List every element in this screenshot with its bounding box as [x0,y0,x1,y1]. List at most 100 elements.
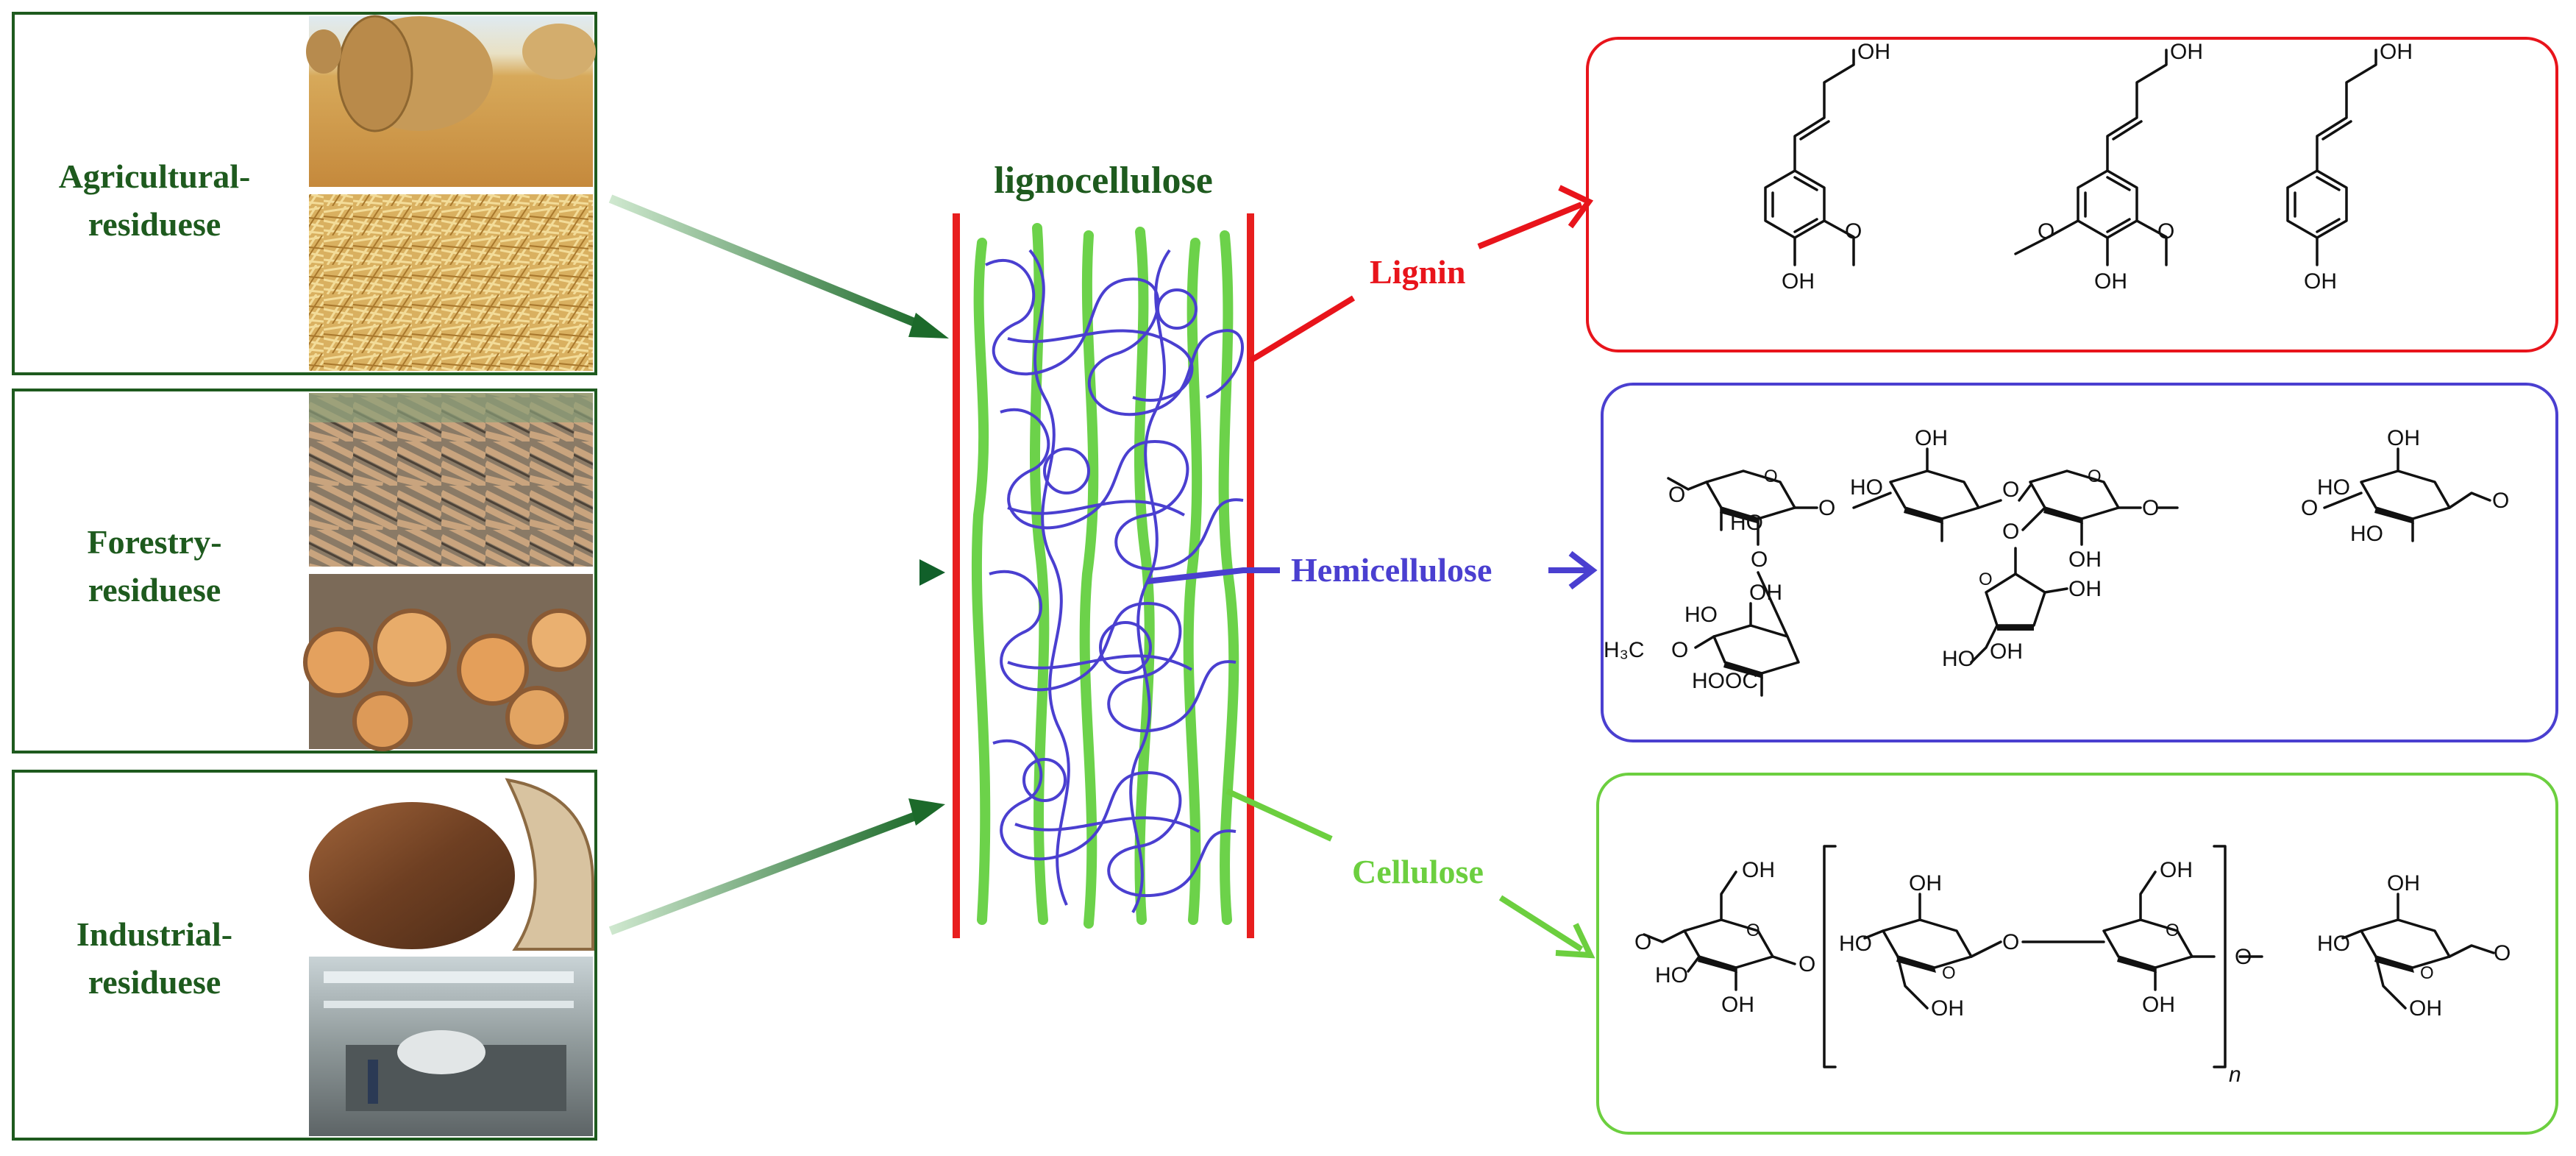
o-label: O [1818,496,1835,520]
industrial-label-line2: residuese [88,963,221,1001]
repeat-bracket-right [2213,845,2227,1068]
o-label: O [2157,219,2174,244]
o-label: O [1746,921,1760,940]
oh-label: OH [2387,426,2420,450]
xylose-unit: HO OH HO O O [2157,426,2509,546]
ho-label: HO [2317,475,2350,500]
o-label: O [1798,952,1815,976]
o-label: O [1751,547,1768,572]
oh-label: OH [1742,858,1775,882]
hay-bale-photo [306,15,596,187]
oh-label: OH [2068,547,2102,572]
agricultural-label-line1: Agricultural- [59,157,251,195]
oh-label: OH [2170,40,2203,64]
logs-photo [309,393,593,567]
ho-label: HO [1684,603,1718,627]
ho-label: HO [2317,932,2350,956]
o-label: O [1845,219,1862,244]
o-label: O [1979,570,1993,589]
coconut-photo [309,774,594,951]
ho-label: HO [2350,522,2383,546]
ho-label: HO [1942,647,1975,671]
cellulose-fiber [1079,230,1099,929]
source-panel-industrial: Industrial- residuese [12,770,597,1141]
oh-label: OH [2160,858,2193,882]
o-label: O [2492,489,2509,513]
xylose-unit: HO OH O [1850,426,2019,542]
cellulose-connector: Cellulose [1225,788,1595,959]
oh-label: OH [1857,40,1890,64]
oh-label: OH [1909,871,1942,896]
o-label: O [1668,483,1685,507]
oh-label: OH [2380,40,2413,64]
repeat-bracket-left [1823,845,1837,1068]
oh-label: OH [2387,871,2420,896]
lignocellulose-title: lignocellulose [994,160,1213,202]
repeat-index-n: n [2229,1063,2241,1087]
o-label: O [2494,941,2511,965]
forestry-label-line1: Forestry- [87,523,221,561]
o-label: O [2301,496,2318,520]
ho-label: HO [1839,932,1872,956]
h3c-label: H₃C [1604,638,1645,662]
o-label: O [1764,467,1778,486]
oh-label: OH [2094,269,2127,294]
lignin-connector: Lignin [1248,185,1594,364]
xylose-unit: O O HO O O [1667,467,1835,572]
oh-label: OH [2068,577,2102,601]
o-label: O [1634,930,1651,954]
o-label: O [2002,520,2019,544]
glucose-unit: OH O O HO OH O [1634,858,1815,1017]
industrial-label-line1: Industrial- [77,915,232,953]
hemicellulose-tangle [985,249,1244,913]
oh-label: OH [1990,639,2023,664]
cellulose-fiber [1218,230,1239,925]
lignin-label: Lignin [1370,253,1465,291]
glucose-unit: O OH HO O OH O [2235,871,2511,1021]
cellulose-structure-box: OH O O HO OH O OH HO O OH O OH O OH [1596,773,2558,1135]
source-panel-forestry: Forestry- residuese [12,389,597,753]
o-label: O [2002,478,2019,502]
cellulose-label: Cellulose [1352,853,1484,890]
hemicellulose-connector: Hemicellulose [1147,550,1598,590]
arrow-industrial-to-lignocellulose [608,798,945,935]
o-label: O [2235,945,2252,969]
oh-label: OH [2409,996,2442,1021]
ho-label: HO [1850,475,1883,500]
cellulose-fiber [1183,238,1203,925]
agricultural-label-line2: residuese [88,205,221,243]
o-label: O [2002,930,2019,954]
oh-label: OH [1931,996,1964,1021]
glucose-unit: OH O OH [2021,858,2216,1017]
oh-label: OH [1749,581,1782,605]
arabinose-unit: O OH OH HO [1942,547,2102,671]
arrow-forestry-to-lignocellulose [607,559,945,586]
hooc-label: HOOC [1692,669,1758,693]
cellulose-fiber [1029,223,1050,925]
lignin-structures-box: OH OH O OH OH O O OH OH [1586,37,2558,352]
oh-label: OH [2304,269,2337,294]
ho-label: HO [1730,511,1763,535]
paper-mill-photo [309,957,593,1136]
o-label: O [1942,963,1956,983]
o-label: O [2420,963,2434,983]
o-label: O [2166,921,2180,940]
source-panel-agricultural: Agricultural- residuese [12,12,597,375]
cellulose-fiber [971,238,991,925]
o-label: O [2142,496,2159,520]
coniferyl-alcohol-structure: OH OH O [1764,40,1890,294]
glucose-unit: OH HO O OH O [1839,871,2019,1021]
glucuronic-acid-unit: OH HO H₃C O HOOC [1604,571,1800,697]
oh-label: OH [2142,993,2175,1017]
lignocellulose-structure [953,213,1254,938]
ho-label: HO [1655,963,1688,987]
o-label: O [2088,467,2102,486]
xylose-unit: O O OH O [2002,467,2159,572]
o-label: O [2038,219,2054,244]
p-coumaryl-alcohol-structure: OH OH [2286,40,2413,294]
cut-logs-photo [303,574,593,751]
forestry-label-line2: residuese [88,571,221,609]
hemicellulose-label: Hemicellulose [1291,551,1492,589]
